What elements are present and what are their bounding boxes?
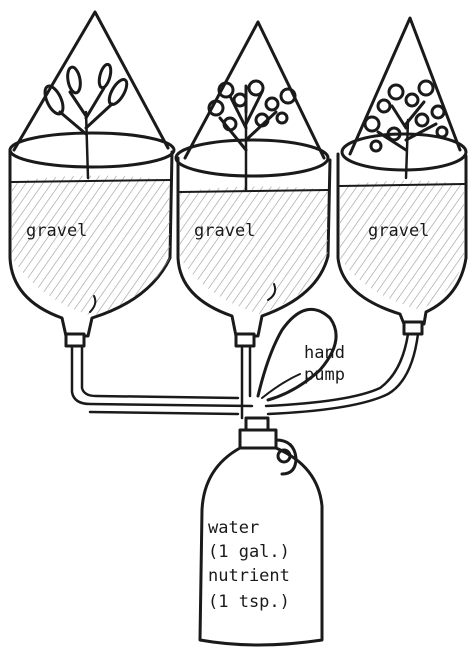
jug-label-volume: (1 gal.)	[208, 542, 290, 562]
gravel-label-right: gravel	[368, 221, 429, 241]
left-planter-bottle	[10, 12, 174, 346]
jug-label-nutrient: nutrient	[208, 566, 290, 586]
right-planter-bottle	[338, 18, 466, 334]
gravel-label-left: gravel	[26, 221, 87, 241]
center-planter-bottle	[176, 22, 330, 346]
hand-pump-label-line1: hand	[304, 343, 345, 363]
hand-pump-label-line2: pump	[304, 365, 345, 385]
gravel-label-center: gravel	[194, 221, 255, 241]
jug-label-amount: (1 tsp.)	[208, 592, 290, 612]
jug-label-water: water	[208, 518, 259, 538]
